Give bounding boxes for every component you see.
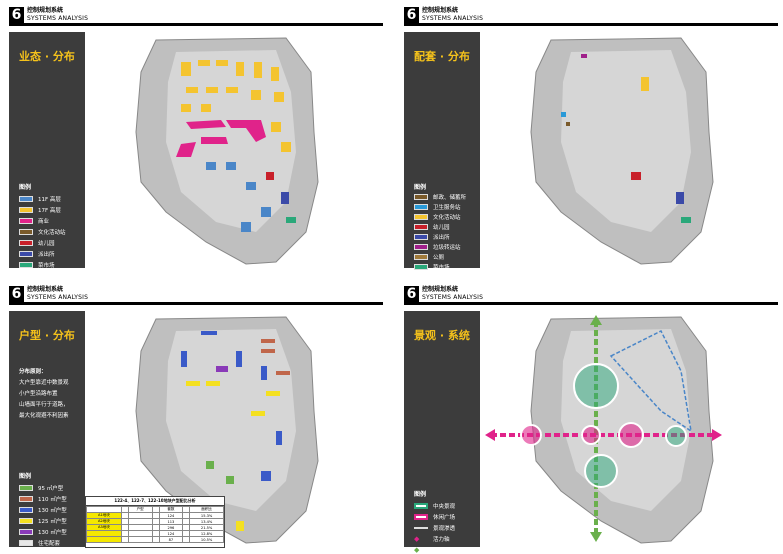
legend-item: 130 ㎡户型 xyxy=(19,528,67,536)
legend-item: 邮政、储蓄所 xyxy=(414,193,466,201)
legend-item: 17F 高层 xyxy=(19,206,61,214)
legend-item: 休闲广场 xyxy=(414,513,455,521)
header-cn: 控制规划系统 xyxy=(27,7,64,14)
header-rule xyxy=(9,302,383,305)
legend-swatch xyxy=(19,485,33,491)
header-cn: 控制规划系统 xyxy=(27,286,64,293)
legend-swatch xyxy=(19,529,33,535)
header-cn: 控制规划系统 xyxy=(422,286,459,293)
panel-business-distribution: 6 控制规划系统 SYSTEMS ANALYSIS 业态 · 分布 图例 11F… xyxy=(5,5,383,269)
sidebar: 景观 · 系统 图例 中央景观 休闲广场 景观渗透 ◆活力轴 ◆景观轴 xyxy=(404,311,480,554)
site-plan-map xyxy=(86,32,383,268)
panel-title: 景观 · 系统 xyxy=(414,329,470,342)
legend-title: 图例 xyxy=(19,473,32,480)
legend-swatch xyxy=(19,496,33,502)
legend-item: 幼儿园 xyxy=(19,239,55,247)
legend-swatch xyxy=(19,218,33,224)
section-number: 6 xyxy=(9,7,24,23)
site-plan-map xyxy=(481,32,778,268)
legend-swatch xyxy=(19,229,33,235)
legend-swatch xyxy=(414,214,428,220)
legend-swatch xyxy=(414,264,428,270)
legend-swatch xyxy=(414,514,428,520)
legend-swatch xyxy=(414,527,428,529)
legend-swatch xyxy=(414,194,428,200)
section-number: 6 xyxy=(404,286,419,302)
legend-swatch xyxy=(19,262,33,268)
sidebar: 配套 · 分布 图例 邮政、储蓄所 卫生服务站 文化活动站 幼儿园 派出所 垃圾… xyxy=(404,32,480,271)
legend-item: 派出所 xyxy=(414,233,450,241)
header-cn: 控制规划系统 xyxy=(422,7,459,14)
section-number: 6 xyxy=(404,7,419,23)
legend-title: 图例 xyxy=(414,491,427,498)
legend-item: 卫生服务站 xyxy=(414,203,461,211)
legend-item: 130 ㎡户型 xyxy=(19,506,67,514)
legend-swatch xyxy=(414,224,428,230)
legend-swatch xyxy=(19,518,33,524)
panel-title: 业态 · 分布 xyxy=(19,50,75,63)
legend-title: 图例 xyxy=(414,184,427,191)
legend-item: ◆景观轴 xyxy=(414,546,450,554)
double-arrow-icon: ◆ xyxy=(414,546,420,554)
panel-landscape-system: 6 控制规划系统 SYSTEMS ANALYSIS 景观 · 系统 图例 中央景… xyxy=(400,284,778,554)
legend-swatch xyxy=(414,244,428,250)
double-arrow-icon: ◆ xyxy=(414,535,420,543)
section-number: 6 xyxy=(9,286,24,302)
header-en: SYSTEMS ANALYSIS xyxy=(27,15,89,22)
legend-item: 菜市场 xyxy=(19,261,55,269)
header-en: SYSTEMS ANALYSIS xyxy=(27,294,89,301)
legend-swatch xyxy=(19,240,33,246)
sidebar: 业态 · 分布 图例 11F 高层 17F 高层 商业 文化活动站 幼儿园 派出… xyxy=(9,32,85,269)
legend-item: 派出所 xyxy=(19,250,55,258)
legend-item: 文化活动站 xyxy=(19,228,66,236)
legend-swatch xyxy=(19,540,33,546)
panel-title: 户型 · 分布 xyxy=(19,329,75,342)
legend-item: 住宅配套 xyxy=(19,539,60,547)
legend-item: ◆活力轴 xyxy=(414,535,450,544)
legend-item: 95 ㎡户型 xyxy=(19,484,63,492)
legend-title: 图例 xyxy=(19,184,32,191)
legend-swatch xyxy=(414,204,428,210)
legend-swatch xyxy=(414,254,428,260)
panel-facility-distribution: 6 控制规划系统 SYSTEMS ANALYSIS 配套 · 分布 图例 邮政、… xyxy=(400,5,778,271)
legend-item: 11F 高层 xyxy=(19,195,61,203)
legend-item: 垃圾转运站 xyxy=(414,243,461,251)
header-rule xyxy=(404,302,778,305)
legend-item: 商业 xyxy=(19,217,49,225)
panel-unit-type-distribution: 6 控制规划系统 SYSTEMS ANALYSIS 户型 · 分布 分布原则： … xyxy=(5,284,383,548)
sidebar: 户型 · 分布 分布原则： 大户型靠近中数景观 小户型沿路布置 山墙面平行于道路… xyxy=(9,311,85,547)
legend-swatch xyxy=(414,503,428,509)
legend-item: 110 ㎡户型 xyxy=(19,495,67,503)
header-rule xyxy=(404,23,778,26)
legend-item: 幼儿园 xyxy=(414,223,450,231)
legend-swatch xyxy=(19,507,33,513)
site-plan-map xyxy=(481,311,778,547)
table-title: 122-4、122-7、122-10地块户型配比分析 xyxy=(86,497,224,506)
legend-item: 菜市场 xyxy=(414,263,450,271)
legend-swatch xyxy=(19,251,33,257)
header-rule xyxy=(9,23,383,26)
legend-swatch xyxy=(414,234,428,240)
legend-item: 125 ㎡户型 xyxy=(19,517,67,525)
header-en: SYSTEMS ANALYSIS xyxy=(422,294,484,301)
legend-swatch xyxy=(19,196,33,202)
legend-item: 公厕 xyxy=(414,253,444,261)
header-en: SYSTEMS ANALYSIS xyxy=(422,15,484,22)
legend-item: 文化活动站 xyxy=(414,213,461,221)
legend-item: 景观渗透 xyxy=(414,524,455,532)
panel-title: 配套 · 分布 xyxy=(414,50,470,63)
legend-item: 中央景观 xyxy=(414,502,455,510)
legend-swatch xyxy=(19,207,33,213)
distribution-principles: 分布原则： 大户型靠近中数景观 小户型沿路布置 山墙面平行于道路， 最大化观避不… xyxy=(19,369,69,419)
